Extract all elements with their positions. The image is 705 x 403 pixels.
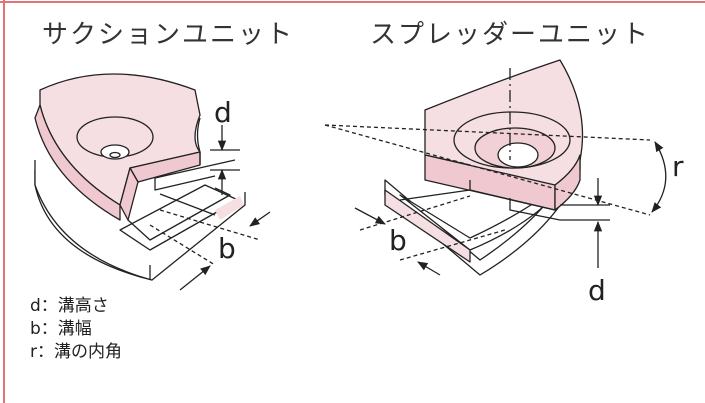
title-suction-unit: サクションユニット bbox=[42, 20, 295, 50]
label-right-d: d bbox=[588, 274, 606, 307]
suction-side-face bbox=[34, 104, 121, 221]
label-left-d: d bbox=[214, 96, 232, 129]
legend-text: 溝高さ bbox=[57, 296, 109, 316]
legend-key: b bbox=[30, 319, 41, 339]
legend-separator: ： bbox=[40, 319, 58, 339]
legend-separator: ： bbox=[37, 342, 54, 362]
suction-unit-drawing bbox=[34, 73, 271, 291]
legend-text: 溝幅 bbox=[57, 319, 92, 339]
legend-key: r bbox=[30, 342, 37, 362]
title-spreader-unit: スプレッダーユニット bbox=[370, 20, 651, 50]
spreader-unit-drawing bbox=[324, 59, 667, 276]
legend-item-r: r：溝の内角 bbox=[30, 337, 122, 362]
label-left-b: b bbox=[218, 232, 236, 265]
legend-item-b: b：溝幅 bbox=[30, 314, 92, 339]
label-right-r: r bbox=[672, 150, 684, 183]
legend-key: d bbox=[30, 296, 41, 316]
label-right-b: b bbox=[389, 224, 407, 257]
legend-text: 溝の内角 bbox=[54, 342, 122, 362]
legend-item-d: d：溝高さ bbox=[30, 291, 109, 316]
legend-separator: ： bbox=[40, 296, 58, 316]
